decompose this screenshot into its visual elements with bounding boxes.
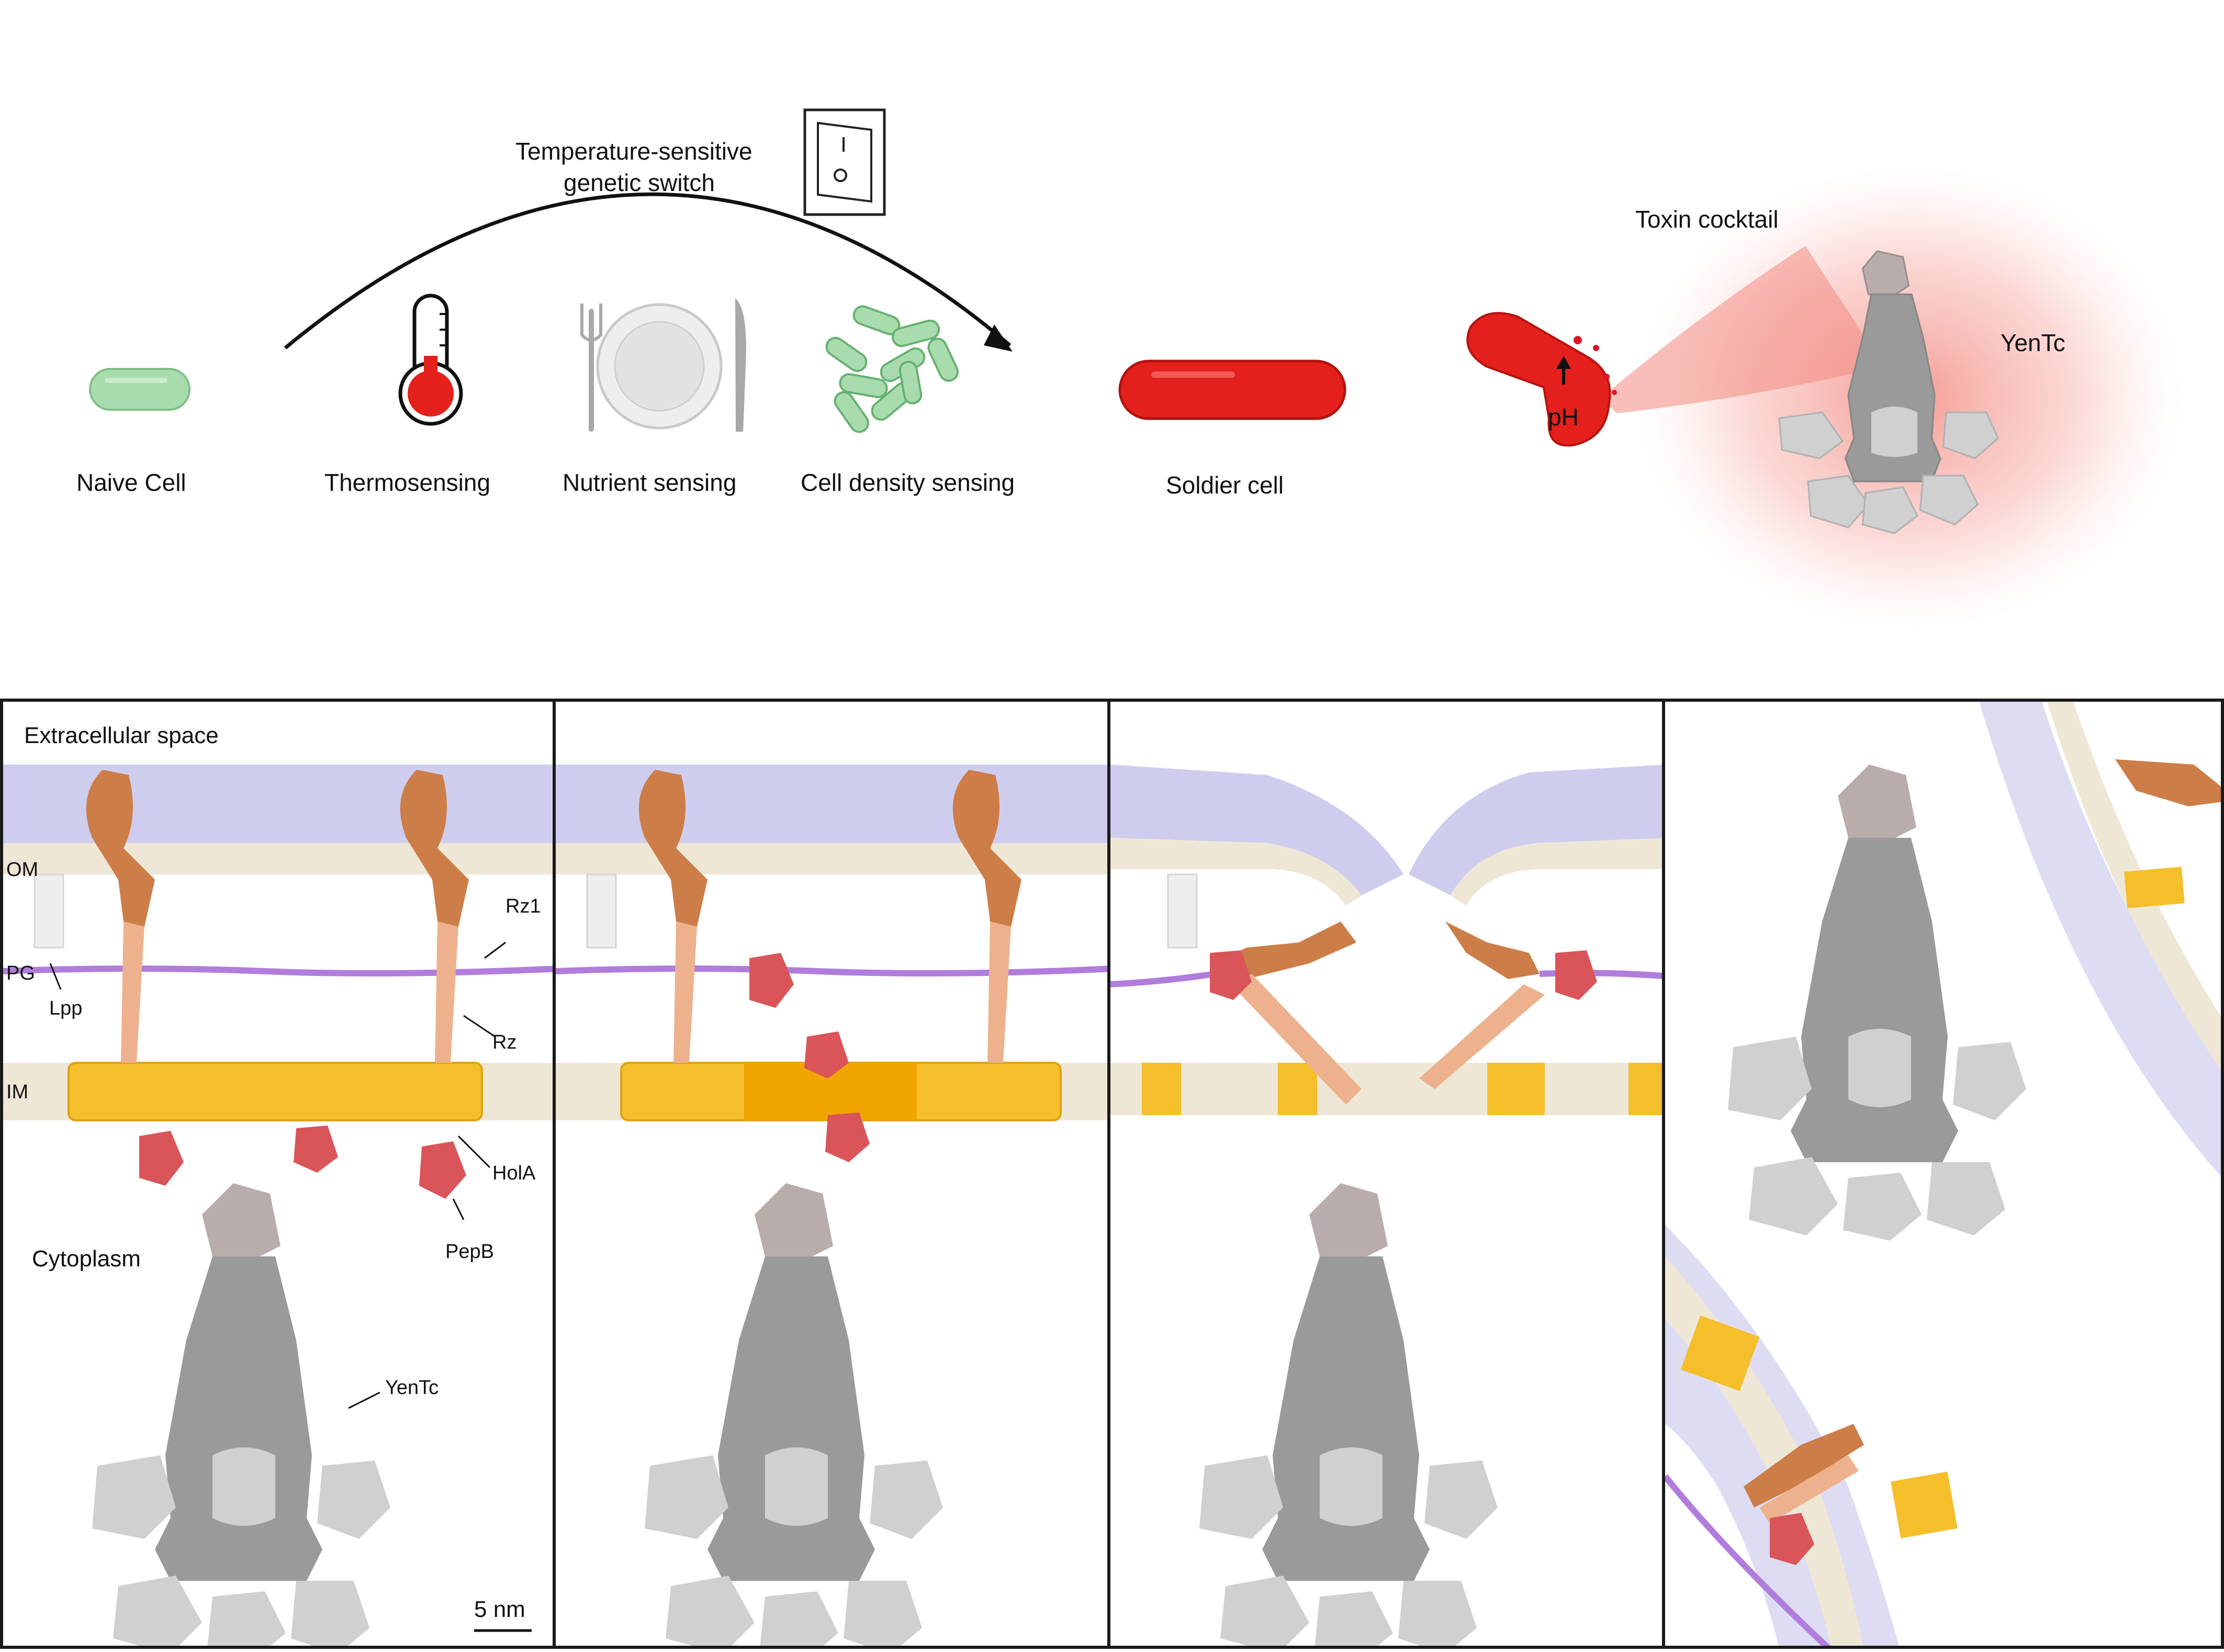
yentc-top-icon: [1778, 250, 2000, 534]
pepb-label: PepB: [445, 1241, 494, 1263]
stage-label-nutrient: Nutrient sensing: [563, 469, 737, 496]
ph-label: pH: [1548, 403, 1579, 431]
panel-toxin-release: [1662, 699, 2224, 1649]
peptidoglycan: [3, 965, 553, 976]
yentc-top-label: YenTc: [2001, 329, 2065, 356]
holin-array: [68, 1062, 483, 1121]
yentc-bottom-label: YenTc: [385, 1377, 439, 1399]
im-label: IM: [6, 1081, 29, 1103]
hola-label: HolA: [492, 1162, 536, 1184]
stage-label-density: Cell density sensing: [801, 469, 1015, 496]
om-label: OM: [6, 859, 39, 881]
spanin-complex-1: [86, 770, 155, 1063]
top-schematic: [89, 108, 2182, 628]
switch-label-line2: genetic switch: [564, 169, 715, 196]
panel-intact: Extracellular space OM PG IM Lpp Rz1 Rz …: [0, 699, 556, 1649]
panel-holin-activation: [553, 699, 1110, 1649]
pepb-1: [139, 1131, 184, 1186]
rz-label: Rz: [492, 1031, 517, 1053]
lysing-cell: [1466, 312, 1617, 447]
spanin-complex-2: [400, 770, 469, 1063]
switch-label-line1: Temperature-sensitive: [515, 138, 752, 165]
lpp-label: Lpp: [49, 997, 83, 1019]
switch-arrow-head: [984, 324, 1013, 352]
rz1-label: Rz1: [506, 895, 541, 917]
outer-membrane: [3, 765, 553, 843]
yentc-1: [92, 1183, 390, 1646]
extracellular-label: Extracellular space: [24, 723, 219, 748]
pepb-2: [294, 1126, 338, 1173]
stage-label-soldier: Soldier cell: [1166, 471, 1284, 499]
plate-icon: [580, 298, 746, 432]
pepb-3: [419, 1141, 466, 1199]
bacteria-cluster-icon: [825, 305, 959, 433]
toxin-label: Toxin cocktail: [1635, 206, 1779, 233]
switch-arrow: [284, 192, 1012, 350]
stage-label-naive: Naive Cell: [76, 469, 186, 496]
soldier-cell: [1118, 359, 1346, 420]
switch-icon: [803, 108, 886, 216]
stage-label-thermo: Thermosensing: [324, 469, 491, 496]
naive-cell: [89, 368, 190, 411]
cytoplasm-label: Cytoplasm: [32, 1246, 141, 1272]
panel-membrane-fusion: [1107, 699, 1665, 1649]
pg-label: PG: [6, 962, 35, 984]
thermometer-icon: [398, 294, 463, 426]
scale-label: 5 nm: [474, 1597, 525, 1622]
